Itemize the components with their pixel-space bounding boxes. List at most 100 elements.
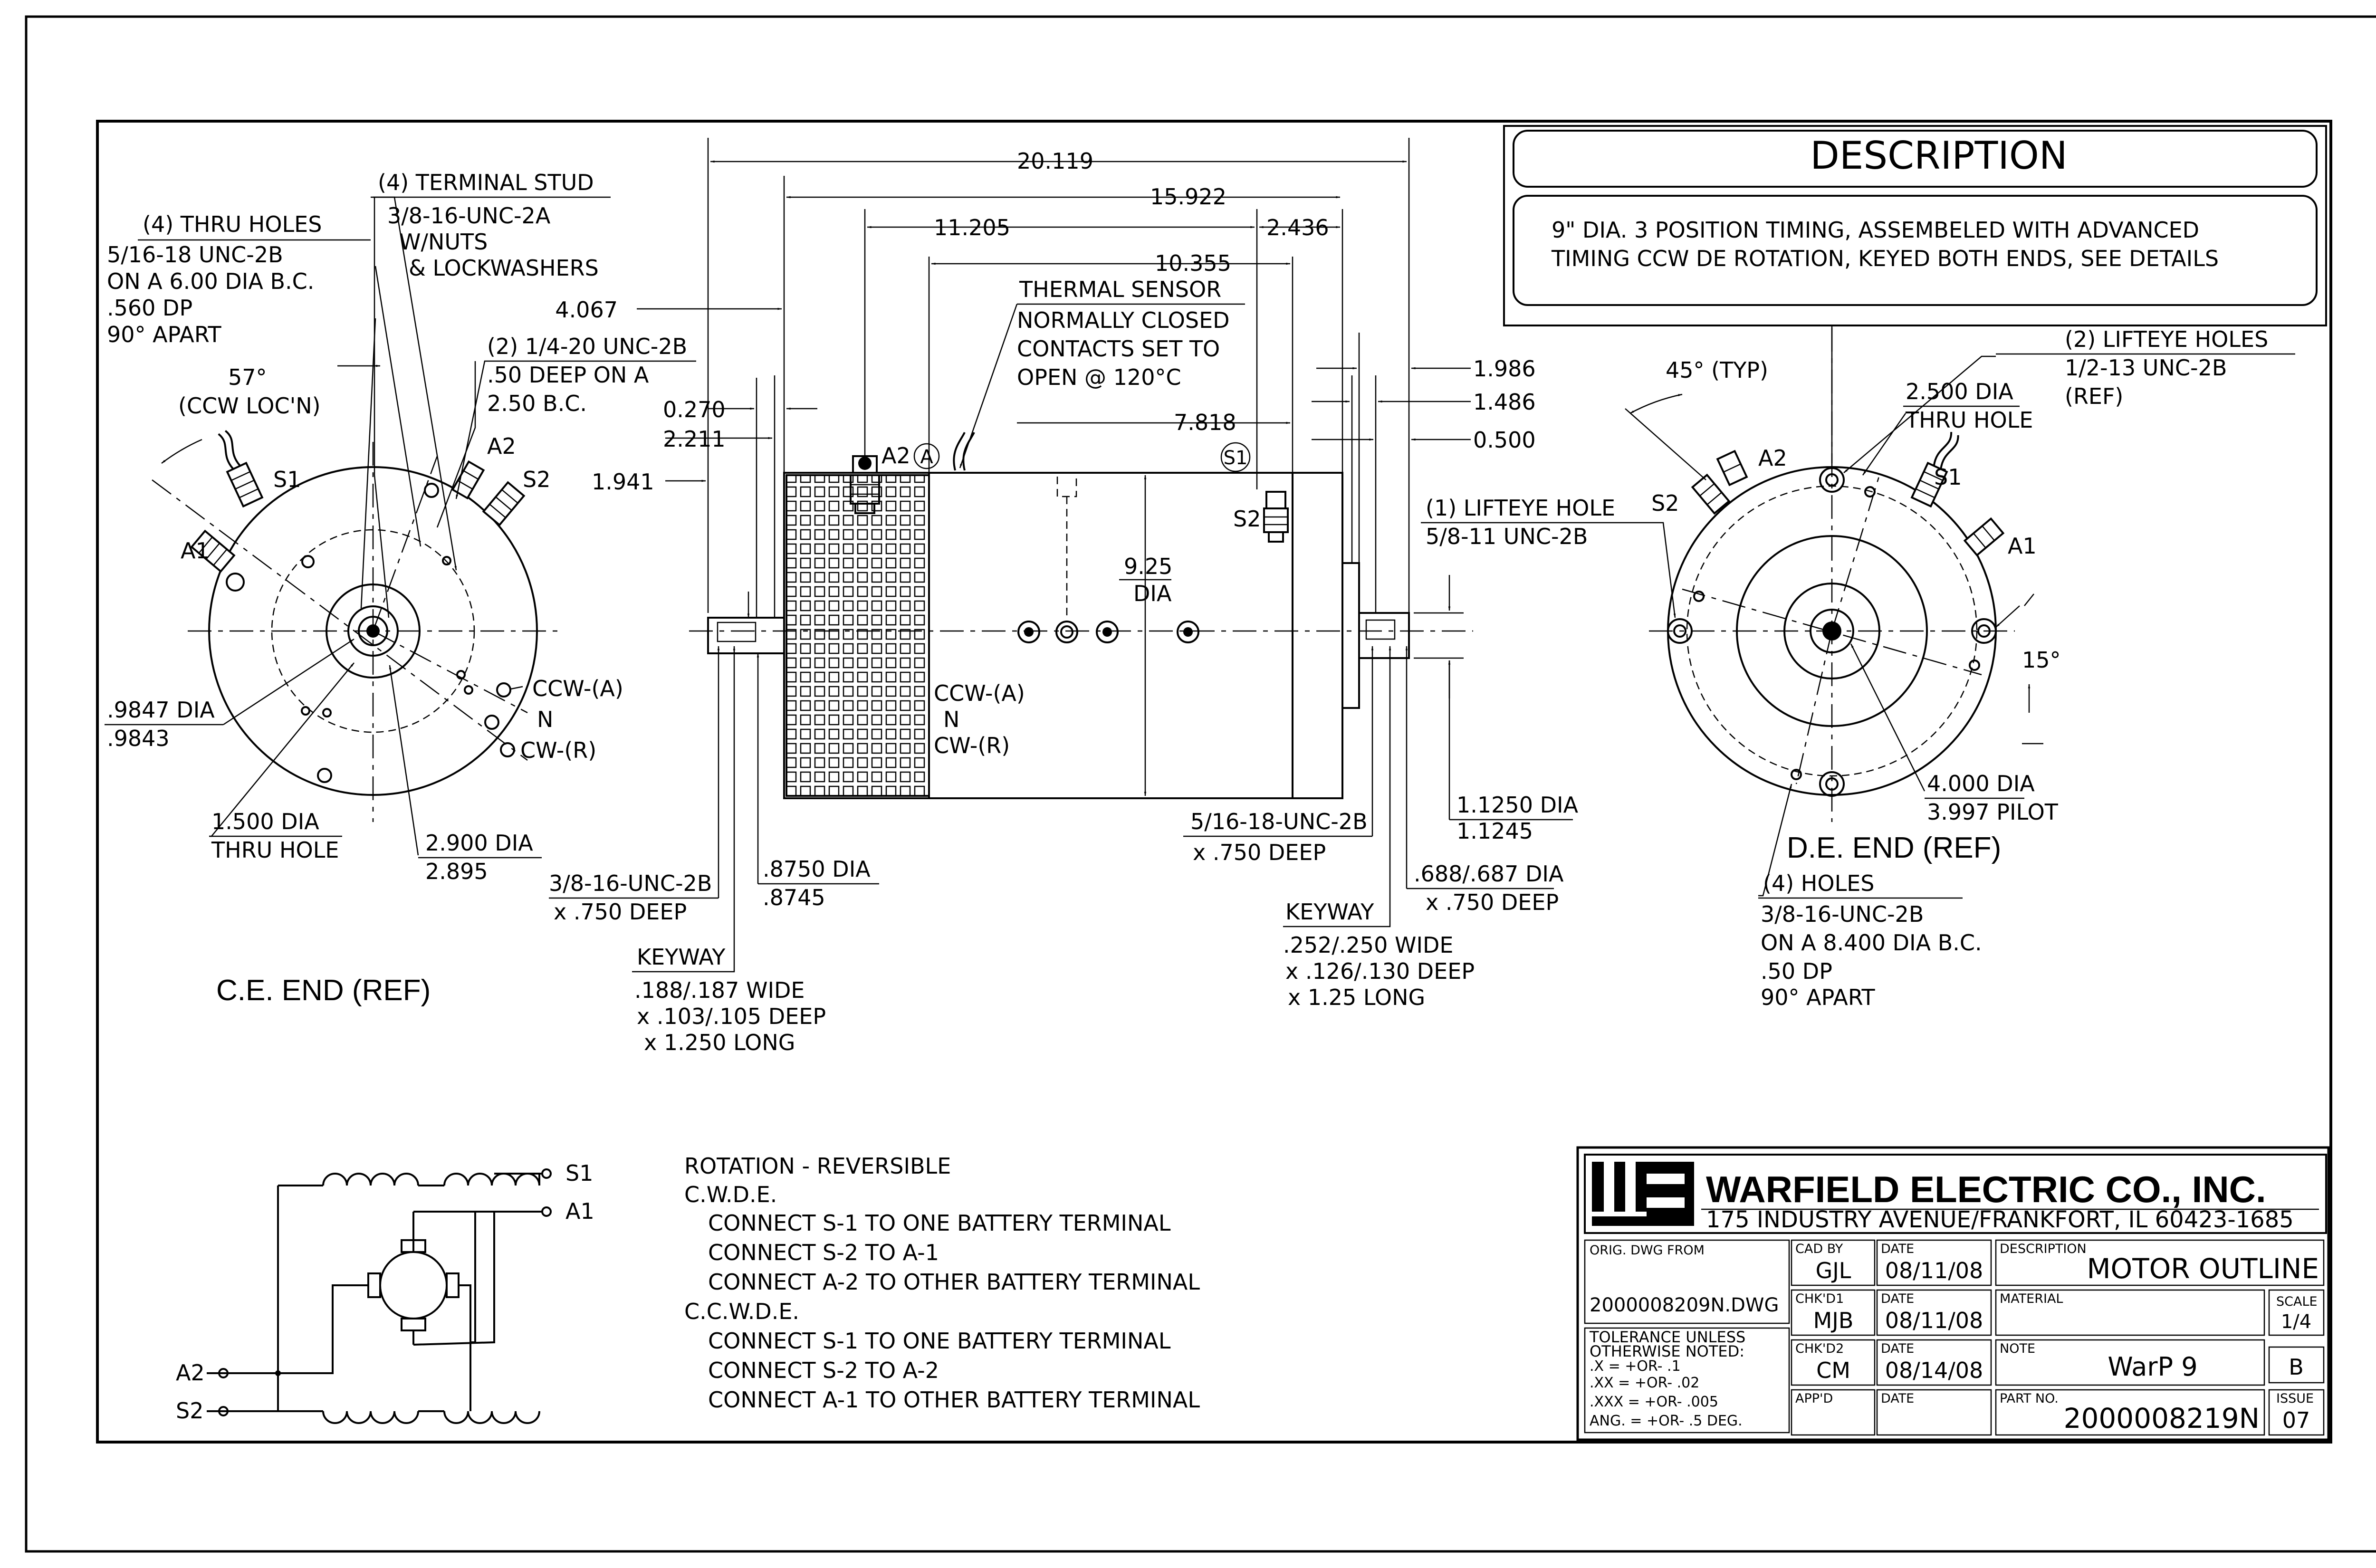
ce-keyway-spec: x .103/.105 DEEP [637, 1004, 826, 1029]
cad-by-value: GJL [1816, 1258, 1851, 1283]
ce-keyway-spec: x 1.250 LONG [644, 1030, 795, 1055]
de-keyway-spec: .252/.250 WIDE [1283, 932, 1454, 958]
de-terminal-s2 [1691, 473, 1731, 515]
tolerance-note: .XX = +OR- .02 [1590, 1375, 1699, 1391]
schematic-a2-label: A2 [176, 1360, 205, 1386]
ce-tapped-holes-spec: .50 DEEP ON A [487, 362, 649, 388]
ce-tapped-holes-label: (2) 1/4-20 UNC-2B [487, 334, 687, 359]
de-tap-depth: x .750 DEEP [1426, 889, 1559, 915]
thermal-sensor-note: CONTACTS SET TO [1017, 336, 1220, 362]
title-block: WARFIELD ELECTRIC CO., INC. 175 INDUSTRY… [1576, 1146, 2330, 1441]
ce-keyway-label: KEYWAY [637, 944, 726, 970]
ce-thru-holes-spec: 5/16-18 UNC-2B [107, 242, 283, 268]
orig-dwg-value: 2000008209N.DWG [1590, 1294, 1779, 1316]
thermal-sensor-label: THERMAL SENSOR [1019, 277, 1221, 302]
de-s1-label: S1 [1934, 464, 1962, 490]
dim-de-terminal: 2.436 [1266, 215, 1329, 240]
de-lifteye-hole [1819, 771, 1845, 797]
date-chk1: 08/11/08 [1885, 1308, 1983, 1333]
date-chk2: 08/14/08 [1885, 1358, 1983, 1383]
scale-label: SCALE [2276, 1294, 2318, 1309]
thermal-sensor-note: OPEN @ 120°C [1017, 364, 1181, 390]
schematic-a1-node [541, 1206, 552, 1217]
de-holes-spec: 90° APART [1761, 985, 1876, 1010]
armature-circle [379, 1251, 448, 1319]
chkd1-label: CHK'D1 [1795, 1291, 1844, 1306]
notes-ccwde: C.C.W.D.E. [684, 1299, 799, 1324]
ce-thru-hole [424, 483, 439, 498]
de-terminal-a1 [1963, 517, 2005, 557]
de-holes-spec: ON A 8.400 DIA B.C. [1761, 930, 1982, 956]
de-pilot-dia-min: 3.997 PILOT [1927, 799, 2059, 825]
de-shaft-dia-min: 1.1245 [1456, 818, 1533, 844]
wiring-schematic: S1 A1 A2 S2 [176, 1160, 594, 1424]
ce-shaft-dia-min: .9843 [107, 726, 170, 751]
ce-terminal-stud-label: (4) TERMINAL STUD [378, 170, 594, 195]
ce-terminal-stud-spec: 3/8-16-UNC-2A [387, 203, 551, 229]
side-lifteye-spec: 5/8-11 UNC-2B [1426, 524, 1588, 549]
ce-angle-label: 57° [228, 364, 267, 390]
note-label: NOTE [2000, 1341, 2035, 1356]
thermal-sensor-note: NORMALLY CLOSED [1017, 307, 1230, 333]
issue-value: 07 [2282, 1407, 2310, 1433]
ce-terminal-s1 [218, 430, 264, 508]
de-keyway-spec: x 1.25 LONG [1288, 985, 1425, 1010]
date-label: DATE [1881, 1341, 1914, 1356]
side-terminal-a2 [850, 455, 880, 514]
de-shaft-dia: 1.1250 DIA [1456, 792, 1579, 818]
tolerance-note: OTHERWISE NOTED: [1590, 1342, 1744, 1360]
ce-center-hole-dia: 1.500 DIA [211, 809, 319, 834]
drawing-border [96, 120, 2332, 1444]
schematic-a2-node [218, 1368, 229, 1378]
de-a1-label: A1 [2008, 533, 2037, 559]
de-end-view: 45° (TYP) 2.500 DIA THRU HOLE (2) LIFTEY… [1625, 326, 2295, 1010]
ce-a1-label: A1 [181, 538, 210, 564]
date-label: DATE [1881, 1291, 1914, 1306]
side-cw-label: CW-(R) [934, 733, 1010, 758]
dim-flange-to-flange: 15.922 [1150, 184, 1226, 210]
notes-connect: CONNECT S-2 TO A-1 [708, 1240, 939, 1265]
de-shaft-tap-spec: 5/16-18-UNC-2B [1190, 809, 1368, 834]
ce-shaft-tap-depth: x .750 DEEP [554, 899, 687, 925]
ce-shaft-dia-min: .8745 [763, 885, 825, 910]
de-end-title: D.E. END (REF) [1787, 832, 2001, 864]
de-pilot-dia: 4.000 DIA [1927, 771, 2035, 796]
dim-ce-shaft: 2.211 [663, 426, 726, 452]
chkd2-value: CM [1816, 1358, 1850, 1383]
side-a2-label: A2 [881, 443, 910, 468]
tolerance-note: .X = +OR- .1 [1590, 1358, 1681, 1375]
company-logo [1592, 1162, 1694, 1226]
outer-border [25, 15, 2376, 1553]
de-tap-dia: .688/.687 DIA [1414, 861, 1564, 887]
dim-terminal-spacing: 11.205 [934, 215, 1010, 240]
side-n-label: N [943, 707, 959, 732]
de-shaft [1358, 612, 1410, 659]
ce-terminal-stud-spec: W/NUTS [399, 229, 488, 255]
ce-angle-note: (CCW LOC'N) [178, 393, 321, 419]
ce-s1-label: S1 [273, 467, 301, 492]
ce-thru-hole [301, 706, 310, 716]
issue-label: ISSUE [2276, 1391, 2314, 1406]
date-cad: 08/11/08 [1885, 1258, 1983, 1283]
notes-connect: CONNECT S-1 TO ONE BATTERY TERMINAL [708, 1328, 1171, 1354]
ce-thru-holes-spec: .560 DP [107, 295, 192, 321]
de-angle-typ: 45° (TYP) [1666, 357, 1768, 383]
scale-value: 1/4 [2281, 1311, 2311, 1333]
description-block: DESCRIPTION 9" DIA. 3 POSITION TIMING, A… [1503, 125, 2327, 463]
ce-pilot-dia-min: 2.895 [425, 859, 488, 884]
ce-end-title: C.E. END (REF) [216, 974, 431, 1007]
side-ccw-label: CCW-(A) [934, 680, 1025, 706]
orig-dwg-label: ORIG. DWG FROM [1590, 1243, 1705, 1258]
schematic-s2-node [218, 1406, 229, 1416]
ce-a2-label: A2 [487, 433, 516, 459]
note-value: WarP 9 [2108, 1352, 2197, 1382]
description-title: DESCRIPTION [1810, 134, 2067, 178]
desc-label: DESCRIPTION [2000, 1242, 2087, 1256]
de-holes-spec: 3/8-16-UNC-2B [1761, 901, 1924, 927]
chkd2-label: CHK'D2 [1795, 1341, 1844, 1356]
side-s2-label: S2 [1233, 506, 1261, 532]
de-lifteye-ref: (REF) [2065, 383, 2123, 409]
company-name: WARFIELD ELECTRIC CO., INC. [1706, 1168, 2266, 1210]
schematic-s2-label: S2 [176, 1398, 203, 1424]
